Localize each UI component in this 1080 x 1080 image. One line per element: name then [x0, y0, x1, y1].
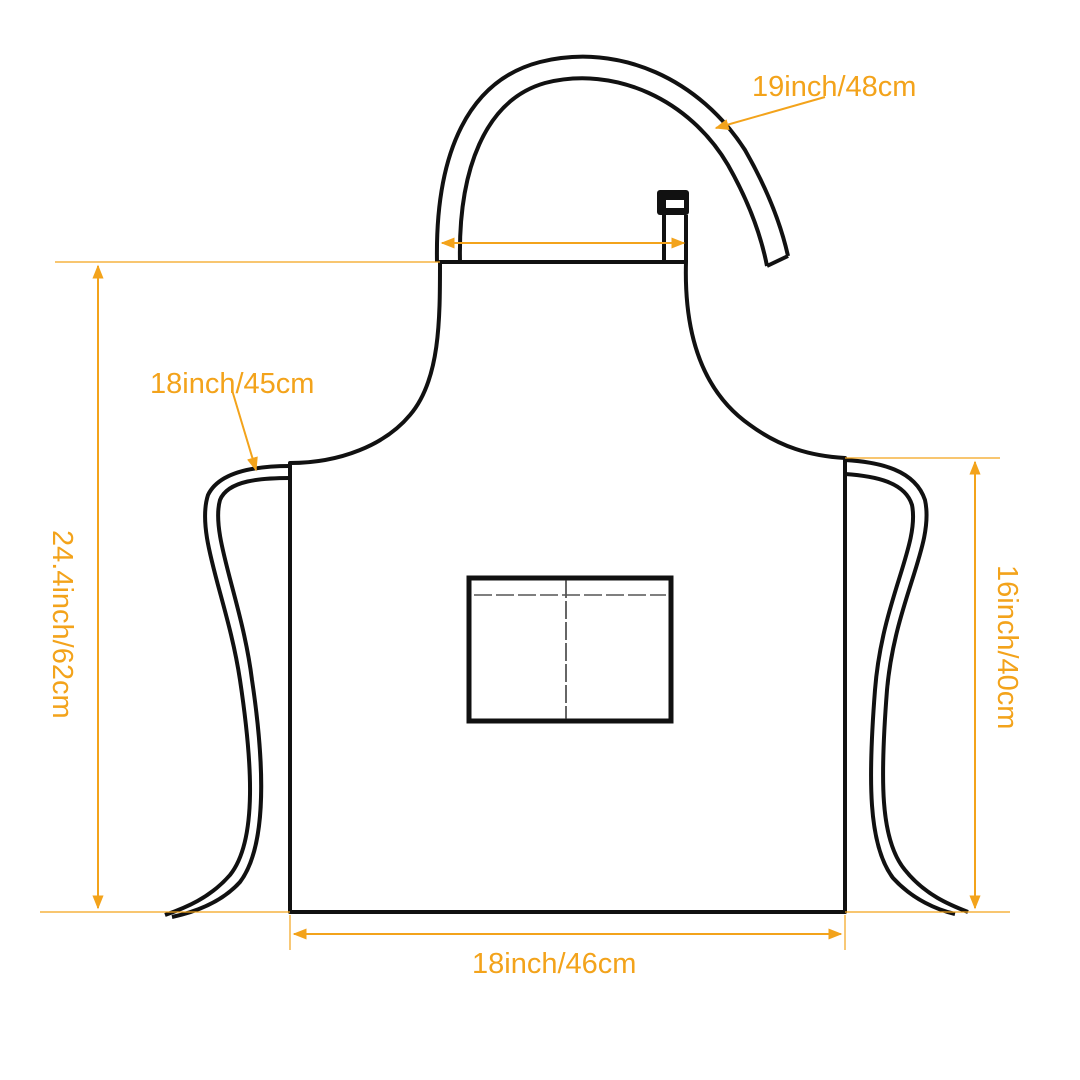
- width-label: 18inch/46cm: [472, 948, 636, 980]
- apron-body: [288, 260, 847, 914]
- dimension-lines: [40, 96, 1010, 950]
- waist-tie-left: [164, 464, 291, 919]
- side-length-label: 16inch/40cm: [991, 565, 1023, 729]
- waist-tie-right: [844, 458, 969, 916]
- neck-strap-label: 19inch/48cm: [752, 71, 916, 103]
- total-length-label: 24.4inch/62cm: [46, 530, 78, 719]
- front-pocket: [466, 575, 674, 724]
- waist-tie-label: 18inch/45cm: [150, 368, 314, 400]
- neck-strap: [434, 54, 790, 268]
- buckle-icon: [657, 190, 689, 262]
- neck-strap-pointer: [714, 96, 826, 130]
- waist-tie-pointer: [231, 389, 258, 472]
